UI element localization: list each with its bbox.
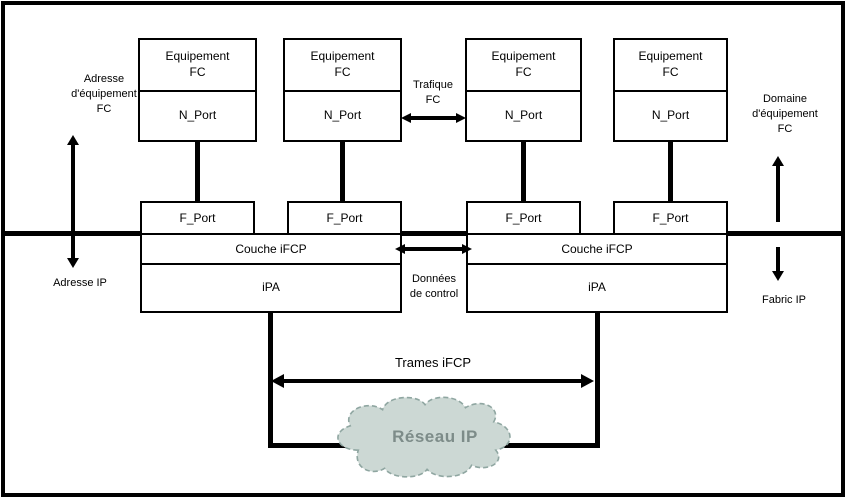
ipa-label: iPA <box>262 280 280 294</box>
n-port-label: N_Port <box>504 108 543 122</box>
arrowhead-right-icon <box>462 244 472 254</box>
arrowhead-right-icon <box>581 374 594 388</box>
couche-ifcp-label: Couche iFCP <box>468 235 726 265</box>
fc-domain-label: Domaine d'équipement FC <box>752 93 818 135</box>
arrowhead-up-icon <box>772 156 784 166</box>
equipement-fc-label: Equipement FC <box>615 40 726 92</box>
control-data-label: Données de control <box>409 273 459 300</box>
fc-domain-arrow <box>776 165 780 222</box>
equipement-fc-label: Equipement FC <box>285 40 400 92</box>
arrowhead-down-icon <box>67 258 79 268</box>
f-port-box: F_Port <box>287 201 402 235</box>
fc-address-label: Adresse d'équipement FC <box>71 73 137 115</box>
ip-address-label: Adresse IP <box>53 277 107 289</box>
n-port-to-f-port-connector <box>195 140 200 203</box>
arrowhead-left-icon <box>271 374 284 388</box>
ip-fabric-label: Fabric IP <box>761 294 806 306</box>
arrowhead-down-icon <box>772 271 784 281</box>
fc-address-ip-address-arrow <box>71 144 75 259</box>
ipa-label: iPA <box>588 280 606 294</box>
control-data-arrow <box>403 247 464 251</box>
ip-network-cloud <box>337 396 511 478</box>
f-port-box: F_Port <box>466 201 581 235</box>
ifcp-gateway-box: Couche iFCP iPA <box>140 233 402 313</box>
fc-traffic-arrow <box>409 116 457 120</box>
n-port-to-f-port-connector <box>668 140 673 203</box>
ip-fabric-arrow <box>776 247 780 272</box>
fc-device-box: Equipement FC N_Port <box>465 38 582 142</box>
ifcp-frames-label: Trames iFCP <box>394 355 472 370</box>
couche-ifcp-label: Couche iFCP <box>142 235 400 265</box>
fc-device-box: Equipement FC N_Port <box>613 38 728 142</box>
cloud-shape <box>337 396 511 478</box>
fc-device-box: Equipement FC N_Port <box>138 38 257 142</box>
f-port-box: F_Port <box>140 201 255 235</box>
arrowhead-up-icon <box>67 135 79 145</box>
fc-ip-boundary-line-middle <box>402 231 466 236</box>
n-port-label: N_Port <box>651 108 690 122</box>
n-port-to-f-port-connector <box>340 140 345 203</box>
arrowhead-left-icon <box>401 113 411 123</box>
equipement-fc-label: Equipement FC <box>467 40 580 92</box>
n-port-to-f-port-connector <box>521 140 526 203</box>
gateway-to-network-connector-right <box>595 311 600 448</box>
n-port-label: N_Port <box>323 108 362 122</box>
n-port-label: N_Port <box>178 108 217 122</box>
arrowhead-left-icon <box>395 244 405 254</box>
f-port-box: F_Port <box>613 201 728 235</box>
gateway-to-network-connector-left <box>268 311 273 448</box>
arrowhead-right-icon <box>456 113 466 123</box>
fc-ip-boundary-line-right <box>728 231 844 236</box>
ip-network-label: Réseau IP <box>392 427 478 446</box>
equipement-fc-label: Equipement FC <box>140 40 255 92</box>
network-link-left <box>268 443 348 448</box>
ifcp-gateway-box: Couche iFCP iPA <box>466 233 728 313</box>
fc-traffic-label: Trafique FC <box>413 79 453 106</box>
fc-device-box: Equipement FC N_Port <box>283 38 402 142</box>
ifcp-frames-arrow <box>283 379 582 383</box>
network-link-right <box>498 443 600 448</box>
